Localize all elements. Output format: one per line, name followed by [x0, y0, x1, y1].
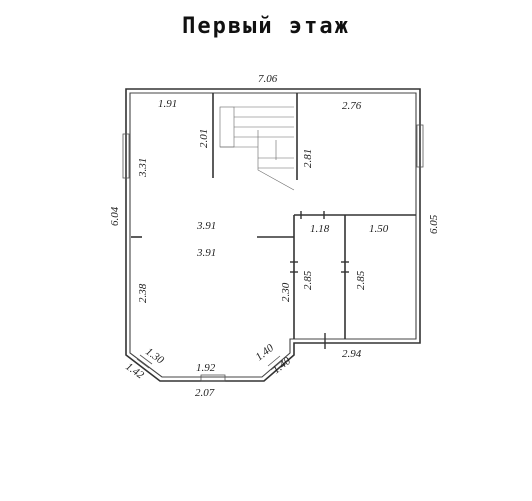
dim-bay-right-inner: 1.40 — [253, 342, 276, 364]
dim-bay-center-outer: 2.07 — [195, 387, 215, 399]
dim-bay-left-inner: 1.30 — [143, 346, 166, 367]
dim-room-br-height: 2.85 — [355, 270, 367, 290]
dim-partition-height: 2.30 — [280, 282, 292, 302]
dim-left-lower: 2.38 — [137, 283, 149, 303]
door-openings — [290, 211, 349, 349]
dim-left-height: 6.04 — [109, 206, 121, 226]
dim-hall-width-2: 3.91 — [196, 247, 216, 259]
dim-stair-wall: 2.01 — [198, 129, 210, 148]
dim-right-height: 6.05 — [428, 214, 440, 234]
dim-hall-top-width: 1.91 — [158, 98, 177, 110]
dim-bottom-right-width: 2.94 — [342, 348, 362, 360]
outer-walls — [125, 88, 421, 382]
windows — [122, 124, 424, 382]
dim-bay-center-inner: 1.92 — [196, 362, 216, 374]
dim-left-upper: 3.31 — [137, 158, 149, 178]
dim-room-br-width: 1.50 — [369, 223, 389, 235]
dim-room-small-width: 1.18 — [310, 223, 330, 235]
interior-walls — [131, 93, 416, 339]
page-title: Первый этаж — [182, 14, 350, 39]
dim-total-width: 7.06 — [258, 73, 278, 85]
dim-hall-width: 3.91 — [196, 220, 216, 232]
staircase — [219, 106, 295, 191]
dim-room-tr-height: 2.81 — [302, 149, 314, 168]
dim-room-tr-width: 2.76 — [342, 100, 362, 112]
dim-room-small-height: 2.85 — [302, 270, 314, 290]
